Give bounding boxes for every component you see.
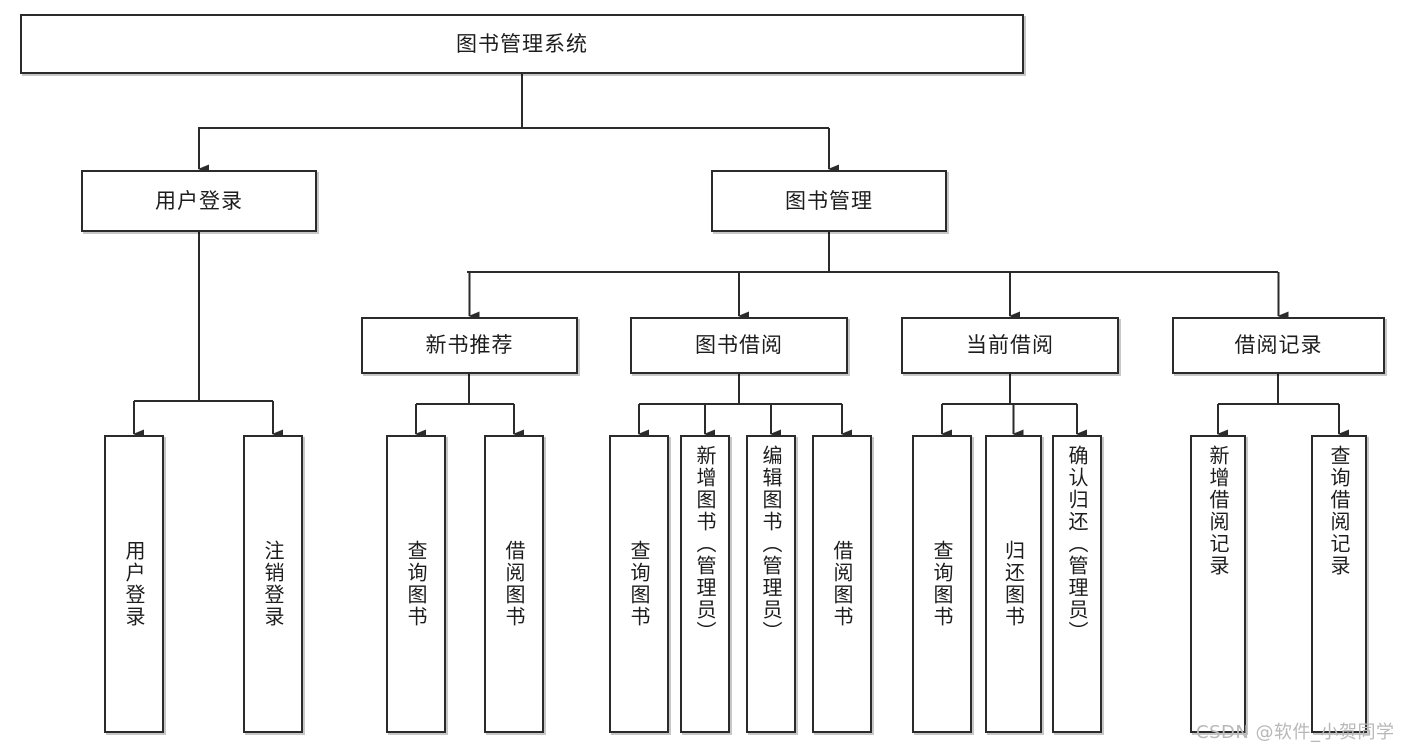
node-borrow[interactable]: 图书借阅 [630,317,848,374]
node-label: 确认归还（管理员） [1065,445,1089,643]
node-l-bor-4[interactable]: 借阅图书 [812,435,872,733]
node-label: 编辑图书（管理员） [759,445,783,643]
node-login[interactable]: 用户登录 [81,170,317,232]
node-l-cur-3[interactable]: 确认归还（管理员） [1052,435,1102,733]
node-label: 借阅记录 [1234,333,1323,358]
node-label: 新书推荐 [425,333,514,358]
node-l-bor-2[interactable]: 新增图书（管理员） [680,435,730,733]
node-label: 查询图书 [627,540,651,628]
node-l-cur-1[interactable]: 查询图书 [912,435,972,733]
node-l-rec-2[interactable]: 查询借阅记录 [1311,435,1367,733]
node-l-bor-1[interactable]: 查询图书 [609,435,669,733]
node-l-rec-1[interactable]: 新增借阅记录 [1190,435,1246,733]
node-label: 图书管理 [785,188,873,213]
connector-group [132,74,1349,439]
node-label: 借阅图书 [830,540,854,628]
node-root[interactable]: 图书管理系统 [20,14,1024,74]
node-label: 用户登录 [155,188,243,213]
node-label: 借阅图书 [502,540,526,628]
node-l-login-1[interactable]: 用户登录 [104,435,164,733]
node-l-bor-3[interactable]: 编辑图书（管理员） [746,435,796,733]
node-l-new-1[interactable]: 查询图书 [386,435,446,733]
node-label: 查询图书 [930,540,954,628]
node-current[interactable]: 当前借阅 [901,317,1119,374]
node-l-login-2[interactable]: 注销登录 [243,435,303,733]
node-bookmgmt[interactable]: 图书管理 [711,170,947,232]
node-label: 用户登录 [122,540,146,628]
node-l-cur-2[interactable]: 归还图书 [985,435,1042,733]
node-label: 新增借阅记录 [1206,445,1230,577]
node-label: 查询借阅记录 [1327,445,1351,577]
node-l-new-2[interactable]: 借阅图书 [484,435,544,733]
node-label: 注销登录 [261,540,285,628]
node-label: 图书管理系统 [456,31,588,56]
node-label: 归还图书 [1001,540,1026,628]
node-label: 当前借阅 [966,333,1054,358]
node-newbook[interactable]: 新书推荐 [361,317,578,374]
node-label: 查询图书 [404,540,428,628]
node-label: 新增图书（管理员） [693,445,717,643]
node-label: 图书借阅 [695,333,783,358]
node-records[interactable]: 借阅记录 [1172,317,1385,374]
